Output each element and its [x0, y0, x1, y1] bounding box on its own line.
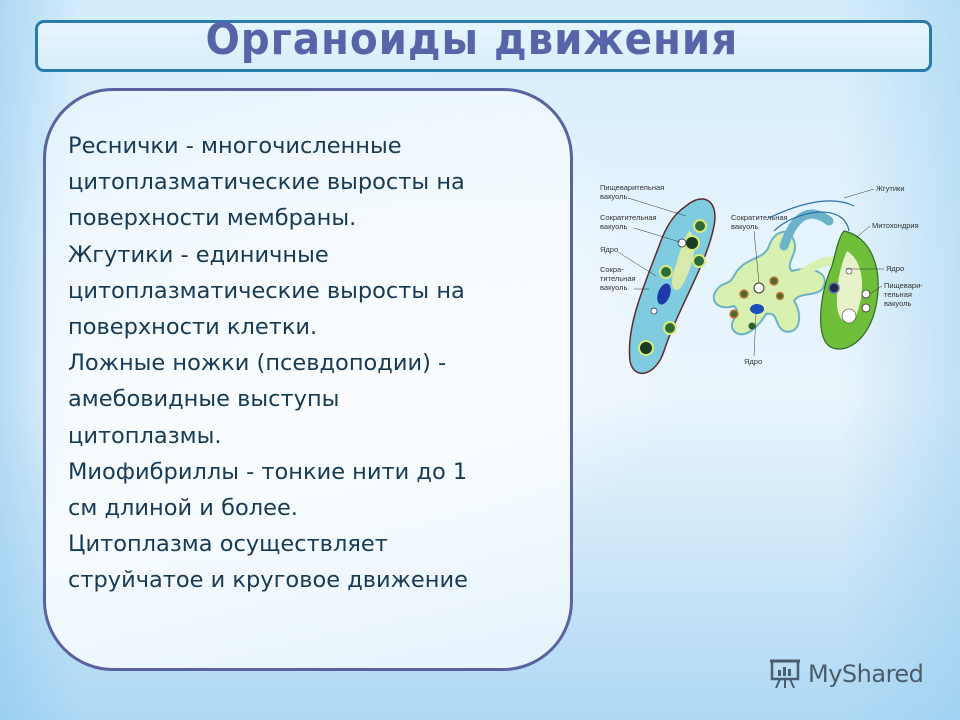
svg-text:вакуоль: вакуоль: [600, 192, 627, 201]
myshared-watermark: MyShared: [768, 656, 924, 692]
euglena-illustration: [768, 200, 879, 350]
svg-text:Митохондрия: Митохондрия: [872, 221, 919, 230]
paramecium-labels: Пищеварительная вакуоль Сократительная в…: [600, 183, 687, 292]
content-box: [43, 88, 573, 671]
body-line: Миофибриллы - тонкие нити до 1: [68, 458, 468, 485]
body-line: амебовидные выступы: [68, 386, 340, 413]
svg-text:Ядро: Ядро: [744, 357, 762, 366]
svg-text:Пищеварительная: Пищеварительная: [600, 183, 664, 192]
body-line: см длиной и более.: [68, 495, 298, 522]
amoeba-labels: Сократительная вакуоль Ядро: [731, 213, 788, 366]
paramecium-illustration: [628, 198, 716, 375]
body-line: цитоплазматические выросты на: [68, 277, 465, 304]
svg-text:Сократительная: Сократительная: [600, 213, 657, 222]
svg-text:Ядро: Ядро: [600, 245, 618, 254]
body-line: цитоплазматические выросты на: [68, 169, 465, 196]
euglena-labels: Жгутики Митохондрия Ядро Пищевари- тельн…: [843, 184, 923, 308]
watermark-text: MyShared: [808, 660, 924, 688]
svg-text:вакуоль: вакуоль: [600, 283, 627, 292]
svg-text:Сократительная: Сократительная: [731, 213, 788, 222]
title-container: Органоиды движения: [0, 0, 960, 90]
title-frame: [35, 20, 932, 72]
svg-text:Жгутики: Жгутики: [876, 184, 905, 193]
background-right-glow: [840, 0, 960, 720]
svg-text:тельная: тельная: [884, 290, 912, 299]
svg-text:вакуоль: вакуоль: [600, 222, 627, 231]
body-line: Реснички - многочисленные: [68, 133, 402, 159]
body-line: поверхности мембраны.: [68, 205, 357, 232]
svg-text:Ядро: Ядро: [886, 264, 904, 273]
presentation-board-icon: [770, 659, 800, 689]
slide-title: Органоиды движения: [205, 14, 739, 65]
body-text: Реснички - многочисленные цитоплазматиче…: [68, 128, 568, 599]
body-line: поверхности клетки.: [68, 314, 318, 341]
body-line: Жгутики - единичные: [68, 241, 329, 268]
protozoa-diagram: Пищеварительная вакуоль Сократительная в…: [600, 183, 923, 375]
svg-text:Пищевари-: Пищевари-: [884, 281, 923, 290]
body-line: Ложные ножки (псевдоподии) -: [68, 350, 447, 377]
body-line: цитоплазмы.: [68, 422, 222, 449]
svg-text:вакуоль: вакуоль: [884, 299, 911, 308]
body-line: струйчатое и круговое движение: [68, 567, 468, 594]
body-line: Цитоплазма осуществляет: [68, 531, 388, 558]
svg-text:Сокра-: Сокра-: [600, 265, 624, 274]
svg-text:тительная: тительная: [600, 274, 636, 283]
svg-text:вакуоль: вакуоль: [731, 222, 758, 231]
